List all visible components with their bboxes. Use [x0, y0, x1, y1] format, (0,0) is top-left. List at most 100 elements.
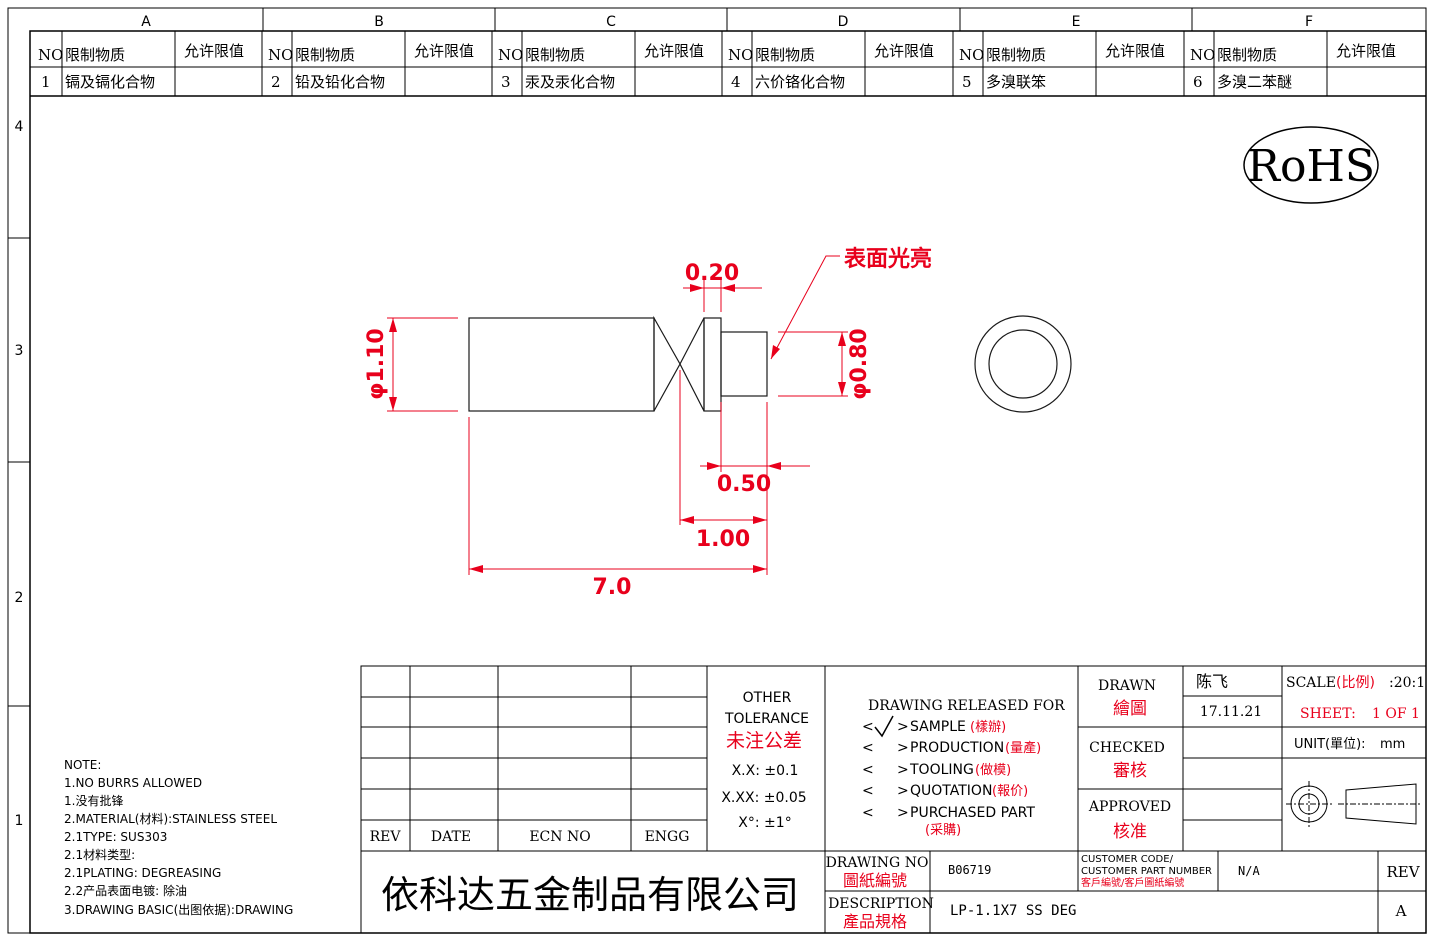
- drawn-date: 17.11.21: [1200, 704, 1262, 720]
- rohs-header-limit: 允许限值: [1336, 42, 1396, 60]
- release-option-purchased-cn: (采購): [925, 823, 961, 838]
- release-option-tooling: TOOLING: [909, 762, 974, 778]
- rohs-item-no: 3: [501, 73, 511, 91]
- unit-label: UNIT(單位):: [1294, 737, 1366, 752]
- notes-block: NOTE: 1.NO BURRS ALLOWED 1.没有批锋 2.MATERI…: [64, 758, 293, 917]
- rohs-item-no: 4: [731, 73, 741, 91]
- rohs-header-substance: 限制物质: [986, 46, 1046, 64]
- company-name: 依科达五金制品有限公司: [381, 873, 799, 917]
- zone-row-1: 1: [15, 813, 24, 829]
- rohs-item-no: 2: [271, 73, 281, 91]
- zone-col-f: F: [1305, 14, 1313, 30]
- rohs-header-substance: 限制物质: [525, 46, 585, 64]
- scale-label-cn: (比例): [1336, 675, 1375, 691]
- rohs-header-limit: 允许限值: [874, 42, 934, 60]
- dimension-labels: φ1.10 φ0.80 0.20 0.50 1.00 7.0 表面光亮: [364, 246, 932, 600]
- identity-block: DRAWING NO 圖紙編號 B06719 DESCRIPTION 產品規格 …: [826, 854, 1421, 931]
- revision-table: REV DATE ECN NO ENGG: [370, 829, 690, 845]
- note-line: 1.没有批锋: [64, 793, 123, 808]
- release-option-sample: SAMPLE: [910, 719, 966, 735]
- part-end-view: [974, 315, 1072, 413]
- dim-head-length: 1.00: [696, 527, 750, 552]
- release-option-tooling-cn: (做模): [975, 763, 1011, 778]
- end-view-outer-circle: [974, 315, 1072, 413]
- drawn-label-cn: 繪圖: [1113, 699, 1147, 719]
- checked-label-cn: 審核: [1113, 761, 1147, 781]
- rohs-item-no: 6: [1193, 73, 1203, 91]
- zone-col-c: C: [606, 14, 616, 30]
- rohs-header-limit: 允许限值: [414, 42, 474, 60]
- svg-text:>: >: [897, 805, 909, 821]
- approved-label: APPROVED: [1088, 799, 1171, 815]
- zone-row-3: 3: [15, 343, 24, 359]
- dim-total-length: 7.0: [593, 575, 632, 600]
- rohs-header-no: NO: [728, 46, 753, 64]
- tolerance-line1: OTHER: [743, 690, 792, 706]
- rohs-logo: RoHS: [1243, 126, 1379, 204]
- tolerance-angle: X°: ±1°: [738, 815, 791, 831]
- tolerance-xxx: X.XX: ±0.05: [721, 790, 806, 806]
- rohs-header-no: NO: [268, 46, 293, 64]
- svg-text:>: >: [897, 740, 909, 756]
- customer-label-line1: CUSTOMER CODE/: [1081, 854, 1174, 865]
- customer-value: N/A: [1238, 864, 1260, 878]
- zone-labels: A B C D E F 4 3 2 1: [15, 14, 1313, 829]
- note-line: 2.1PLATING: DEGREASING: [64, 866, 221, 880]
- customer-label-cn: 客戶編號/客戶圖紙編號: [1081, 876, 1184, 889]
- svg-text:>: >: [897, 783, 909, 799]
- drawn-label: DRAWN: [1098, 678, 1156, 694]
- zone-row-4: 4: [15, 119, 24, 135]
- rohs-header-limit: 允许限值: [1105, 42, 1165, 60]
- rohs-item-substance: 铅及铅化合物: [295, 73, 385, 91]
- svg-text:>: >: [897, 719, 909, 735]
- rohs-header-no: NO: [38, 46, 63, 64]
- surface-finish-note: 表面光亮: [844, 246, 932, 272]
- rohs-header-no: NO: [959, 46, 984, 64]
- ecn-header: ECN NO: [529, 829, 590, 845]
- note-line: NOTE:: [64, 758, 101, 772]
- rohs-header-no: NO: [1190, 46, 1215, 64]
- rohs-header-substance: 限制物质: [755, 46, 815, 64]
- release-option-purchased: PURCHASED PART: [910, 805, 1035, 821]
- customer-label-line2: CUSTOMER PART NUMBER: [1081, 866, 1212, 877]
- note-line: 3.DRAWING BASIC(出图依据):DRAWING: [64, 902, 293, 917]
- title-block-grid: [360, 665, 1427, 934]
- rohs-item-substance: 六价铬化合物: [755, 73, 845, 91]
- projection-symbol-icon: [1286, 781, 1422, 827]
- dim-groove: 0.20: [685, 261, 739, 286]
- note-line: 2.1TYPE: SUS303: [64, 830, 167, 844]
- checked-label: CHECKED: [1089, 740, 1165, 756]
- zone-col-d: D: [838, 14, 849, 30]
- zone-col-b: B: [374, 14, 384, 30]
- checkmark-icon: [874, 715, 894, 738]
- rohs-item-substance: 汞及汞化合物: [525, 73, 615, 91]
- rohs-header-limit: 允许限值: [644, 42, 704, 60]
- signoff-block: DRAWN 繪圖 陈飞 17.11.21 CHECKED 審核 APPROVED…: [1088, 672, 1262, 842]
- sheet-label: SHEET:: [1300, 706, 1356, 722]
- rohs-logo-text: RoHS: [1247, 141, 1375, 192]
- note-line: 1.NO BURRS ALLOWED: [64, 776, 202, 790]
- tolerance-cn: 未注公差: [726, 730, 802, 752]
- zone-col-e: E: [1072, 14, 1081, 30]
- svg-text:<: <: [862, 719, 874, 735]
- description-label-cn: 產品規格: [843, 912, 907, 931]
- release-option-quotation-cn: (報价): [992, 784, 1028, 799]
- rohs-header-substance: 限制物质: [65, 46, 125, 64]
- tolerance-line2: TOLERANCE: [724, 711, 809, 727]
- svg-text:<: <: [862, 783, 874, 799]
- svg-text:>: >: [897, 762, 909, 778]
- rohs-header-substance: 限制物质: [295, 46, 355, 64]
- approved-label-cn: 核准: [1113, 822, 1147, 842]
- release-option-sample-cn: (樣辦): [970, 720, 1006, 735]
- release-option-quotation: QUOTATION: [910, 783, 992, 799]
- svg-text:<: <: [862, 762, 874, 778]
- description-value: LP-1.1X7 SS DEG: [950, 903, 1076, 919]
- rohs-header-limit: 允许限值: [184, 42, 244, 60]
- dim-tip-length: 0.50: [717, 472, 771, 497]
- rohs-item-no: 1: [41, 73, 51, 91]
- release-option-production-cn: (量產): [1005, 740, 1041, 756]
- scale-block: SCALE (比例) :20:1 SHEET: 1 OF 1 UNIT(單位):…: [1286, 675, 1425, 752]
- end-view-inner-circle: [988, 329, 1058, 399]
- svg-text:<: <: [862, 740, 874, 756]
- drawing-frame: [7, 7, 1427, 934]
